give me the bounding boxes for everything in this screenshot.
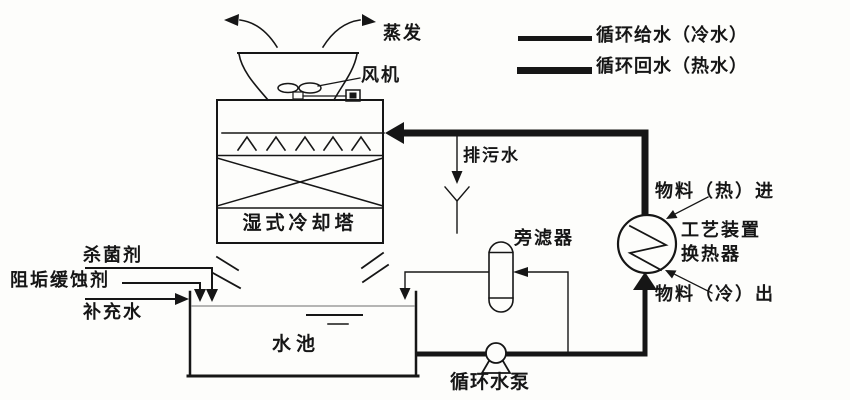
pool-outline: [186, 290, 420, 378]
pump-symbol: [480, 342, 512, 374]
legend-swatches: [517, 36, 592, 74]
legend-hot-swatch: [517, 67, 592, 74]
falling-water-marks: [211, 251, 390, 290]
legend-hot-label: 循环回水（热水）: [596, 56, 748, 76]
exchanger-name-line2: 换热器: [681, 244, 741, 264]
makeup-water-label: 补充水: [83, 302, 143, 322]
legend-cold-swatch: [518, 36, 592, 41]
cooling-tower-label: 湿式冷却塔: [242, 213, 358, 234]
biocide-label: 杀菌剂: [83, 245, 143, 265]
side-filter-loop: [399, 241, 569, 352]
blowdown-line: [444, 136, 470, 234]
pool-label: 水池: [272, 334, 321, 355]
cold-supply-pipe: [415, 272, 657, 357]
side-filter-vessel: [488, 241, 514, 313]
fan-label: 风机: [361, 65, 401, 85]
legend-cold-label: 循环给水（冷水）: [596, 25, 748, 45]
heat-exchanger-symbol: [616, 196, 713, 294]
blowdown-label: 排污水: [463, 146, 520, 165]
material-cold-out-label: 物料（冷）出: [655, 284, 775, 304]
side-filter-label: 旁滤器: [514, 228, 574, 248]
scale-inhibitor-label: 阻垢缓蚀剂: [10, 270, 110, 290]
fan-stack-bell: [237, 52, 359, 102]
pump-label: 循环水泵: [450, 372, 531, 393]
evaporation-label: 蒸发: [383, 23, 423, 43]
material-hot-in-label: 物料（热）进: [655, 181, 775, 201]
cooling-tower-outline: [216, 99, 385, 244]
fan-icon: [277, 77, 361, 102]
exchanger-name-line1: 工艺装置: [681, 220, 761, 240]
chemical-feed-lines: [85, 267, 218, 305]
hot-return-pipe: [385, 122, 649, 217]
evaporation-arrows: [224, 14, 376, 49]
